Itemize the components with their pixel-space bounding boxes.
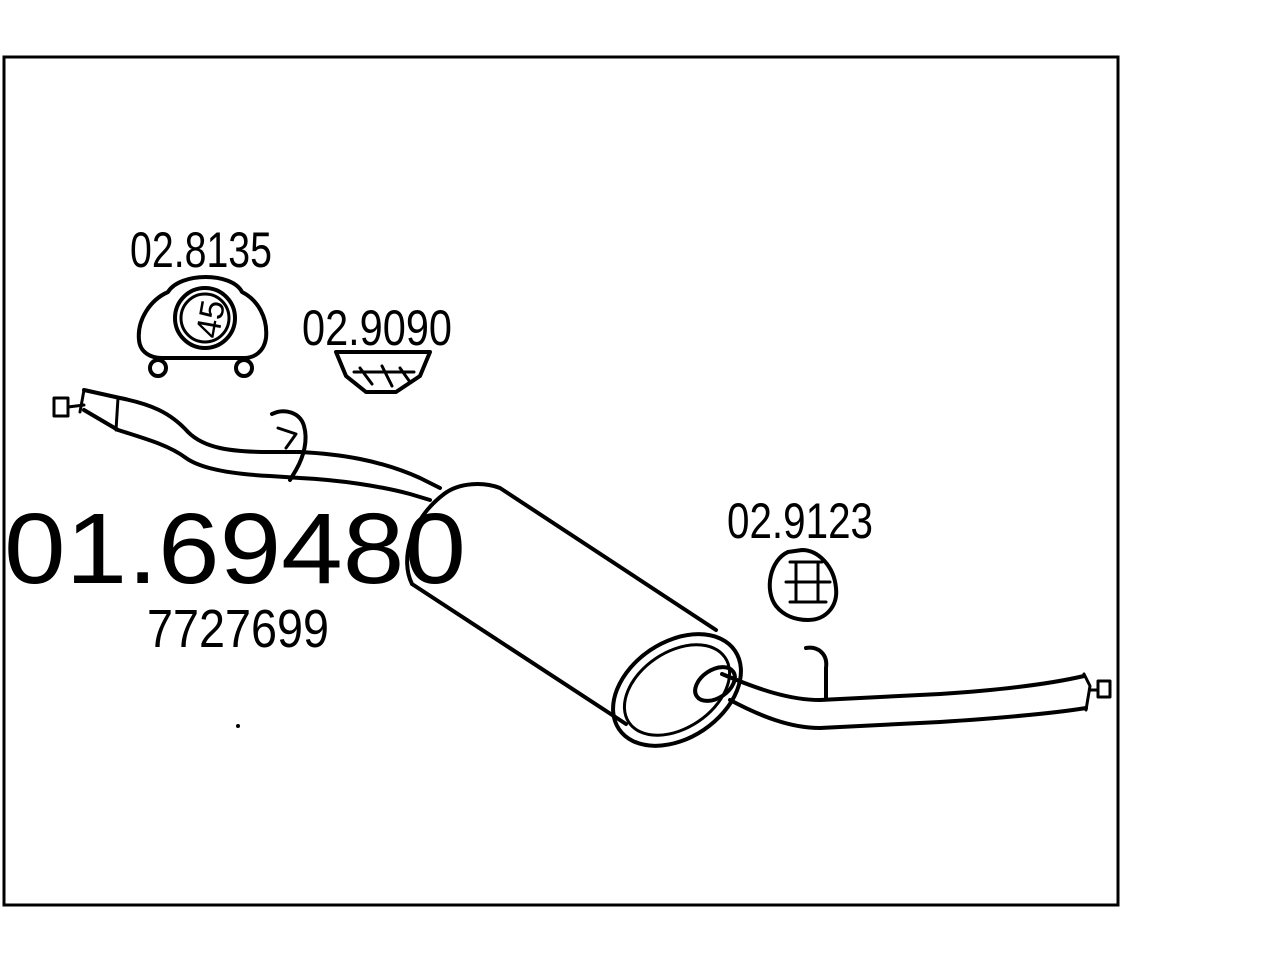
rubber-hanger-icon [767,548,839,622]
diagram-frame [2,55,1120,907]
rubber-mount-icon [334,350,432,394]
part-label-rubber-mount: 02.9090 [302,300,452,356]
oem-number: 7727699 [147,599,329,659]
part-label-rubber-hanger: 02.9123 [727,493,873,549]
stray-dot [236,724,240,728]
clamp-icon: 45 [136,275,269,378]
main-part-number: 01.69480 [4,493,466,605]
exhaust-assembly [52,388,1112,748]
part-label-clamp: 02.8135 [130,222,272,278]
clamp-size-label: 45 [189,297,233,341]
